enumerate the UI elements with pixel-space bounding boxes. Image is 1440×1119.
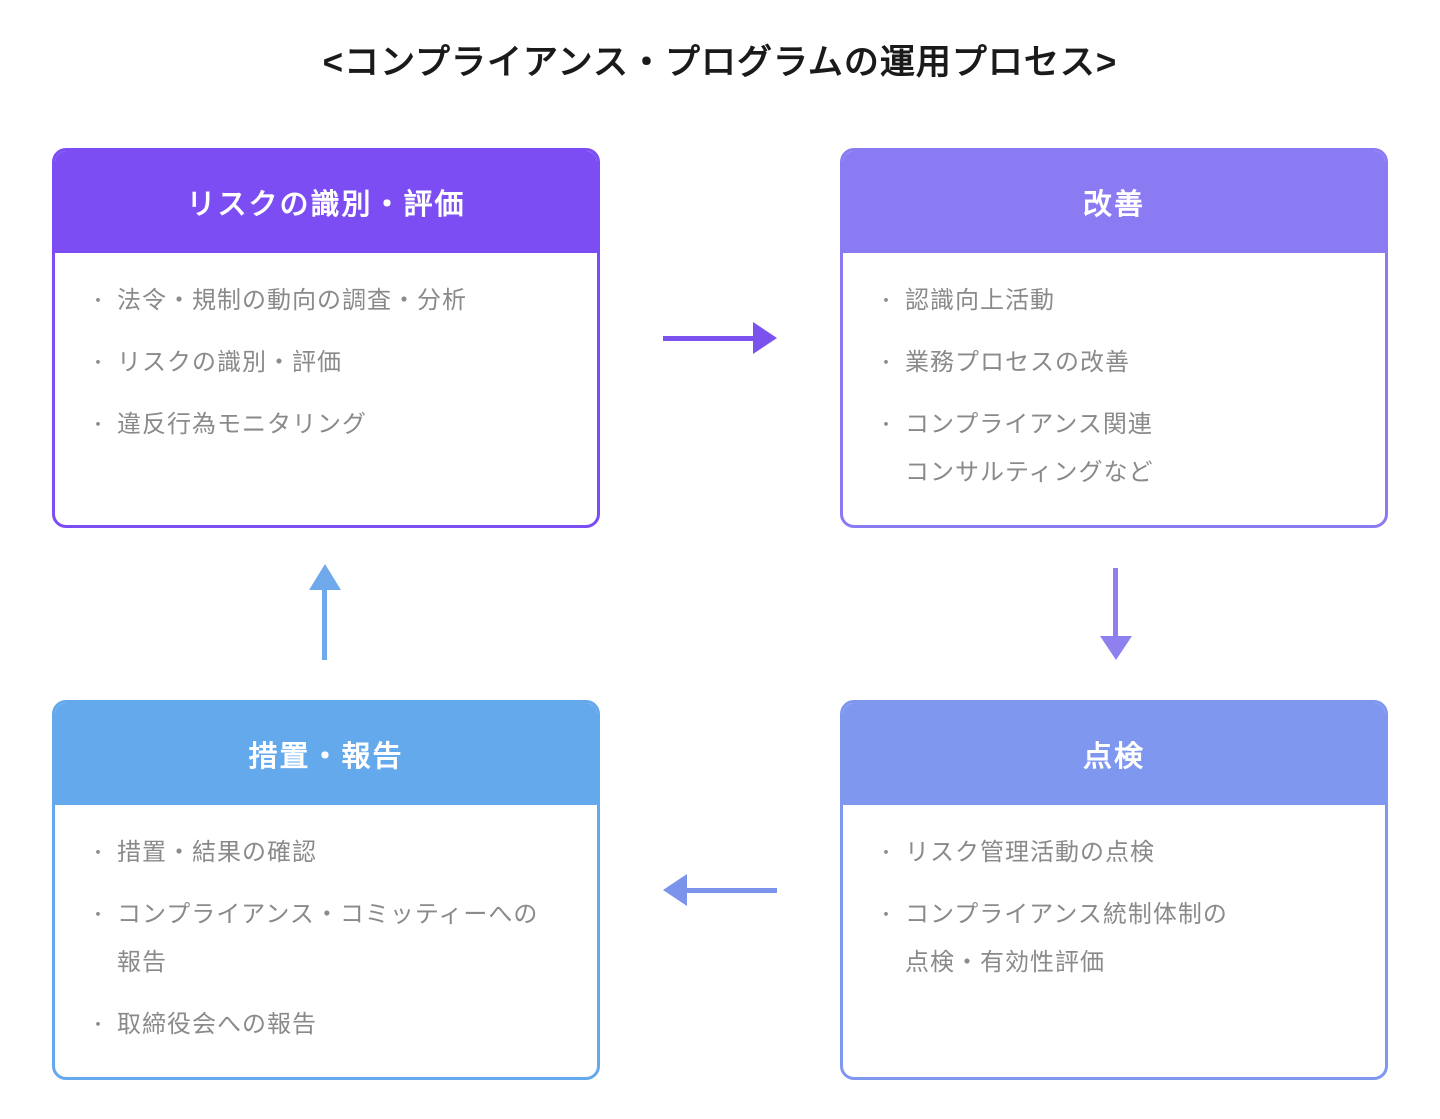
arrow-shaft <box>1113 568 1118 638</box>
arrow-head <box>309 564 341 590</box>
list-item: ・ コンプライアンス・コミッティーへの 報告 <box>89 891 567 987</box>
bullet-list: ・ 措置・結果の確認 ・ コンプライアンス・コミッティーへの 報告 ・ 取締役会… <box>89 829 567 1049</box>
bullet-text: コンプライアンス関連 コンサルティングなど <box>905 411 1154 486</box>
bullet-icon: ・ <box>89 843 108 863</box>
bullet-text: リスクの識別・評価 <box>117 349 342 376</box>
bullet-text: 認識向上活動 <box>905 287 1055 314</box>
bullet-list: ・ 認識向上活動 ・ 業務プロセスの改善 ・ コンプライアンス関連 コンサルティ… <box>877 277 1355 497</box>
arrow-head <box>663 874 687 906</box>
arrow-shaft <box>663 336 755 341</box>
bullet-list: ・ リスク管理活動の点検 ・ コンプライアンス統制体制の 点検・有効性評価 <box>877 829 1355 987</box>
diagram-title: <コンプライアンス・プログラムの運用プロセス> <box>322 43 1118 82</box>
bullet-icon: ・ <box>877 905 896 925</box>
bullet-icon: ・ <box>877 291 896 311</box>
box-body-improvement: ・ 認識向上活動 ・ 業務プロセスの改善 ・ コンプライアンス関連 コンサルティ… <box>843 253 1385 497</box>
list-item: ・ 法令・規制の動向の調査・分析 <box>89 277 567 325</box>
list-item: ・ リスク管理活動の点検 <box>877 829 1355 877</box>
bullet-icon: ・ <box>89 905 108 925</box>
arrow-head <box>753 322 777 354</box>
arrow-left-icon <box>663 874 777 906</box>
bullet-text: コンプライアンス統制体制の 点検・有効性評価 <box>905 901 1228 976</box>
bullet-icon: ・ <box>89 415 108 435</box>
bullet-list: ・ 法令・規制の動向の調査・分析 ・ リスクの識別・評価 ・ 違反行為モニタリン… <box>89 277 567 449</box>
bullet-text: コンプライアンス・コミッティーへの 報告 <box>117 901 539 976</box>
arrow-down-icon <box>1100 568 1132 660</box>
list-item: ・ コンプライアンス関連 コンサルティングなど <box>877 401 1355 497</box>
list-item: ・ リスクの識別・評価 <box>89 339 567 387</box>
box-body-inspection: ・ リスク管理活動の点検 ・ コンプライアンス統制体制の 点検・有効性評価 <box>843 805 1385 987</box>
list-item: ・ 措置・結果の確認 <box>89 829 567 877</box>
box-header-risk-assessment: リスクの識別・評価 <box>55 151 597 253</box>
box-header-action-report: 措置・報告 <box>55 703 597 805</box>
arrow-right-icon <box>663 322 777 354</box>
process-box-inspection: 点検 ・ リスク管理活動の点検 ・ コンプライアンス統制体制の 点検・有効性評価 <box>840 700 1388 1080</box>
bullet-text: 法令・規制の動向の調査・分析 <box>117 287 467 314</box>
process-box-risk-assessment: リスクの識別・評価 ・ 法令・規制の動向の調査・分析 ・ リスクの識別・評価 ・… <box>52 148 600 528</box>
list-item: ・ コンプライアンス統制体制の 点検・有効性評価 <box>877 891 1355 987</box>
bullet-icon: ・ <box>877 415 896 435</box>
arrow-shaft <box>322 588 327 660</box>
bullet-text: 取締役会への報告 <box>117 1011 317 1038</box>
box-body-action-report: ・ 措置・結果の確認 ・ コンプライアンス・コミッティーへの 報告 ・ 取締役会… <box>55 805 597 1049</box>
bullet-icon: ・ <box>89 291 108 311</box>
box-header-improvement: 改善 <box>843 151 1385 253</box>
bullet-icon: ・ <box>877 843 896 863</box>
bullet-icon: ・ <box>877 353 896 373</box>
list-item: ・ 取締役会への報告 <box>89 1001 567 1049</box>
list-item: ・ 業務プロセスの改善 <box>877 339 1355 387</box>
arrow-up-icon <box>309 564 341 660</box>
box-header-inspection: 点検 <box>843 703 1385 805</box>
box-body-risk-assessment: ・ 法令・規制の動向の調査・分析 ・ リスクの識別・評価 ・ 違反行為モニタリン… <box>55 253 597 449</box>
bullet-text: 違反行為モニタリング <box>117 411 367 438</box>
list-item: ・ 認識向上活動 <box>877 277 1355 325</box>
bullet-text: 業務プロセスの改善 <box>905 349 1130 376</box>
bullet-icon: ・ <box>89 1015 108 1035</box>
bullet-text: 措置・結果の確認 <box>117 839 317 866</box>
arrow-head <box>1100 636 1132 660</box>
process-box-action-report: 措置・報告 ・ 措置・結果の確認 ・ コンプライアンス・コミッティーへの 報告 … <box>52 700 600 1080</box>
bullet-icon: ・ <box>89 353 108 373</box>
arrow-shaft <box>685 888 777 893</box>
bullet-text: リスク管理活動の点検 <box>905 839 1155 866</box>
process-box-improvement: 改善 ・ 認識向上活動 ・ 業務プロセスの改善 ・ コンプライアンス関連 コンサ… <box>840 148 1388 528</box>
list-item: ・ 違反行為モニタリング <box>89 401 567 449</box>
